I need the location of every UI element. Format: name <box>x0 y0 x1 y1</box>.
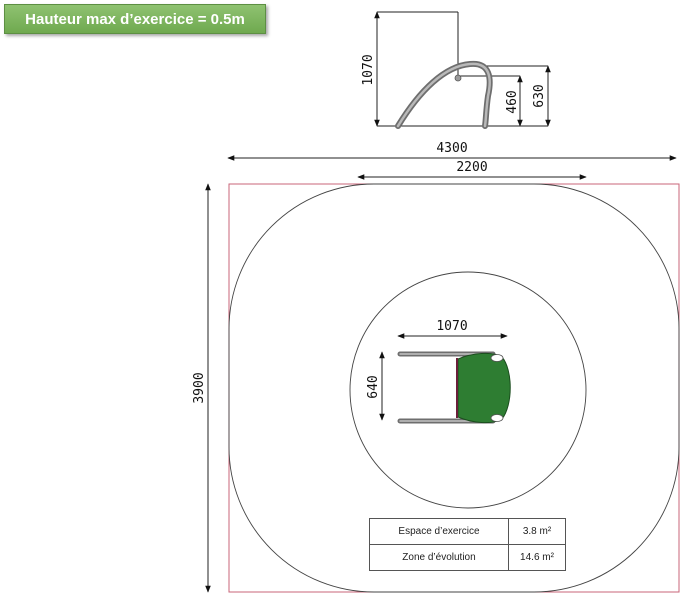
exercise-space-value: 3.8 m² <box>508 518 566 545</box>
area-stats-table: Espace d’exercice 3.8 m² Zone d’évolutio… <box>369 518 566 571</box>
table-row: Zone d’évolution 14.6 m² <box>369 544 566 571</box>
exercise-space-label: Espace d’exercice <box>369 518 509 545</box>
side-dim-460-label: 460 <box>505 90 520 113</box>
side-dim-1070-label: 1070 <box>361 54 376 85</box>
side-dim-630-label: 630 <box>532 84 547 107</box>
evolution-zone-label: Zone d’évolution <box>369 544 509 571</box>
evolution-zone-value: 14.6 m² <box>508 544 566 571</box>
side-pivot <box>454 74 462 82</box>
side-view: 1070 460 630 <box>361 11 551 129</box>
equipment-seat <box>457 352 511 424</box>
plan-dim-3900-label: 3900 <box>192 372 207 403</box>
evolution-zone-outline <box>228 183 680 593</box>
equipment-handle-bottom <box>490 414 504 422</box>
plan-dim-2200-label: 2200 <box>456 160 487 175</box>
table-row: Espace d’exercice 3.8 m² <box>369 518 566 545</box>
side-curved-tube-highlight <box>396 62 491 128</box>
max-height-label: Hauteur max d’exercice = 0.5m <box>25 11 245 28</box>
max-height-badge: Hauteur max d’exercice = 0.5m <box>4 4 266 34</box>
plan-view: 4300 2200 3900 1070 640 <box>192 141 680 593</box>
plan-dim-640-label: 640 <box>366 375 381 398</box>
exercise-space-circle <box>349 271 587 509</box>
plan-dim-4300-label: 4300 <box>436 141 467 156</box>
plan-dim-1070-label: 1070 <box>436 319 467 334</box>
equipment-top-view <box>397 351 511 424</box>
equipment-handle-top <box>490 354 504 362</box>
